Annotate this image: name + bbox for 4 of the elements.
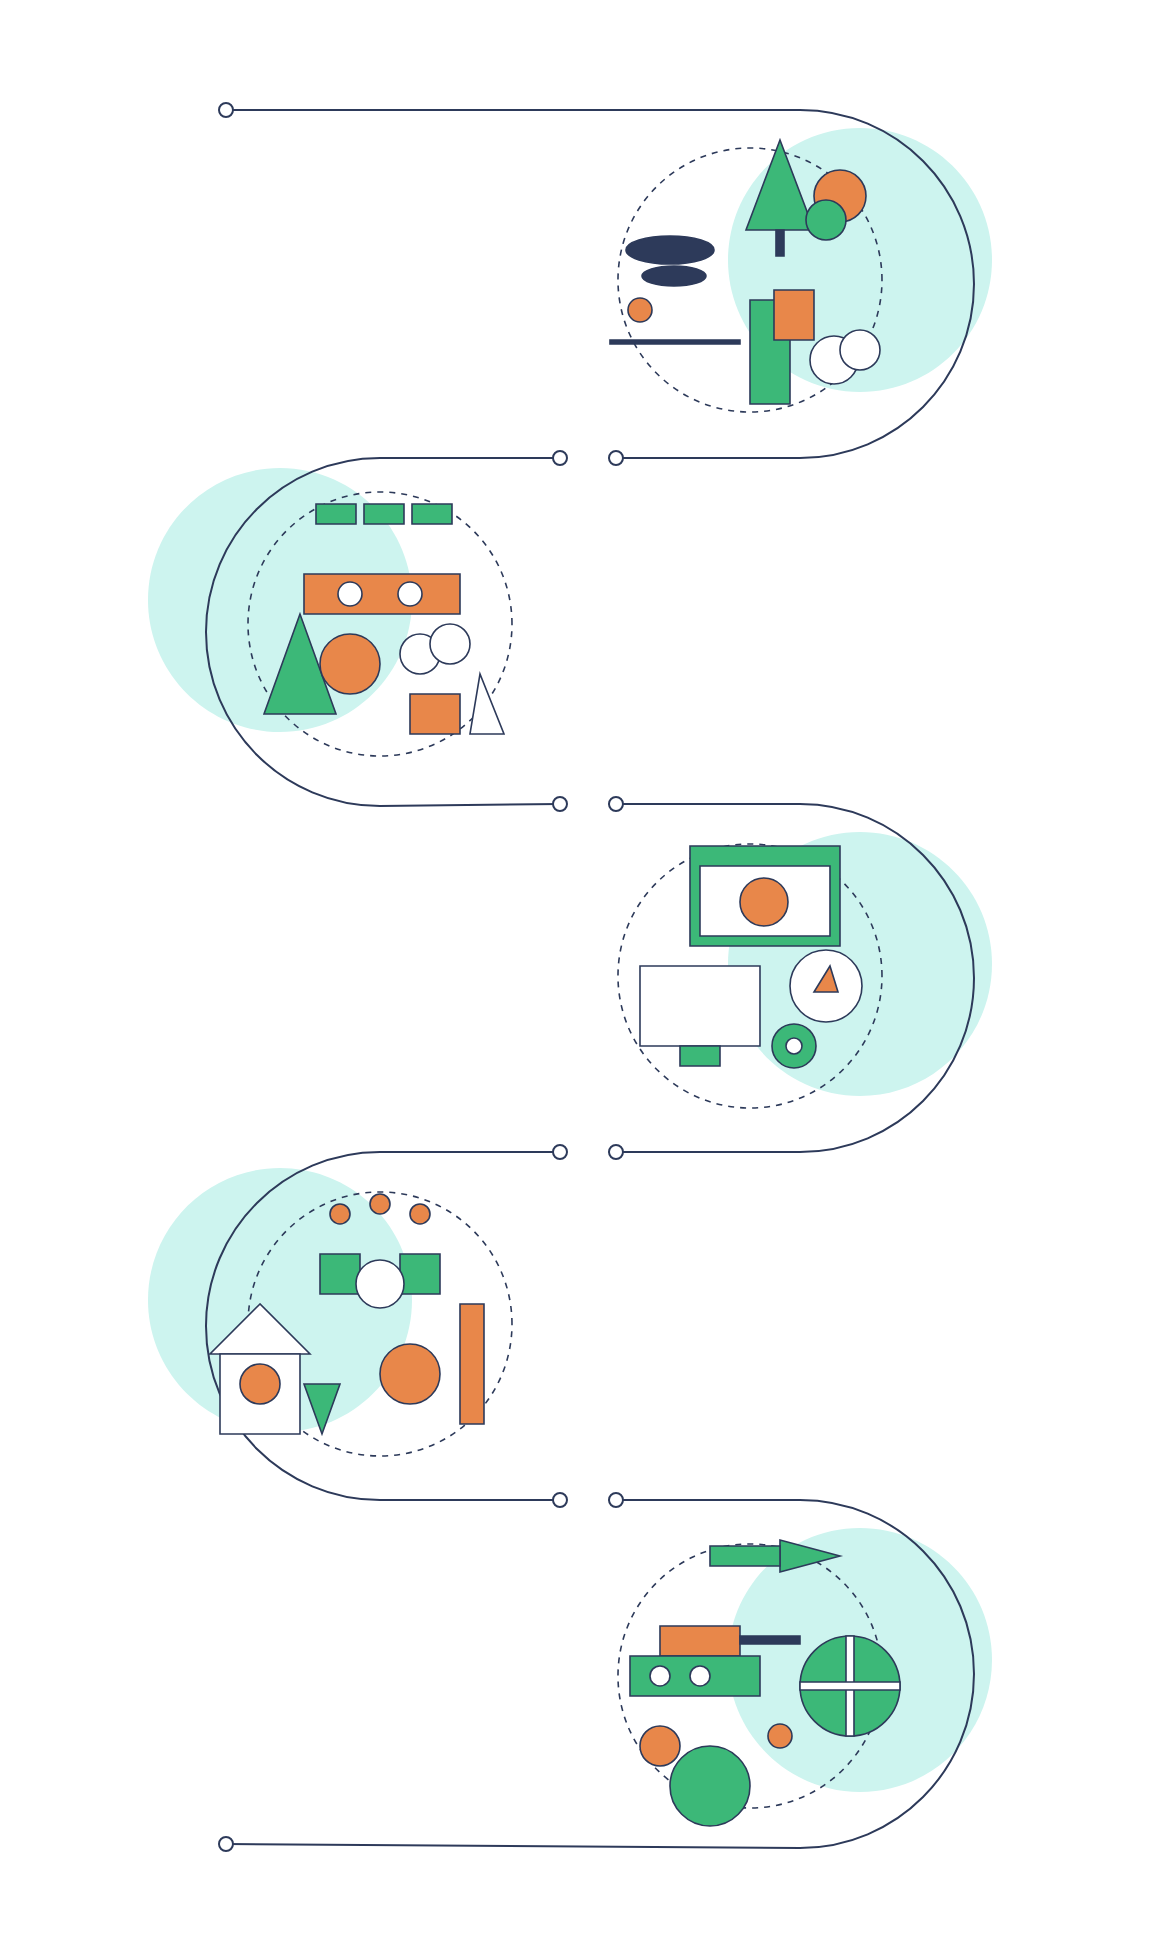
picture	[617, 843, 883, 1109]
picture	[617, 1538, 901, 1827]
picture	[208, 1191, 513, 1457]
picture	[247, 491, 513, 757]
